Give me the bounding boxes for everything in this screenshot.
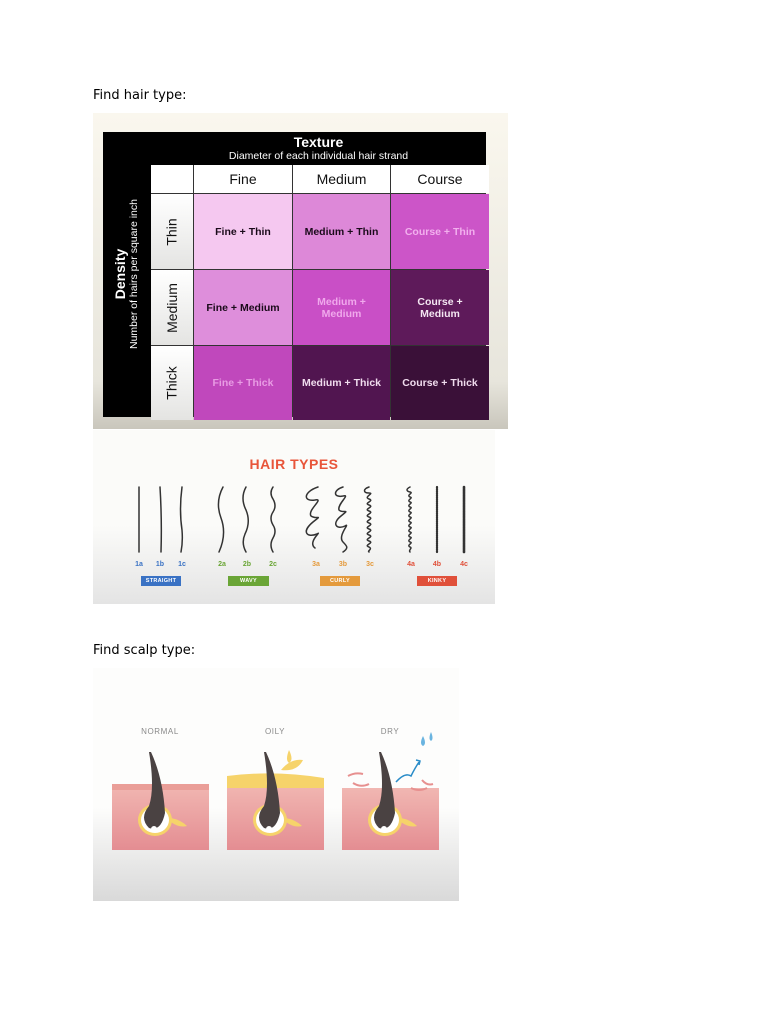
scalp-illustration (112, 732, 439, 850)
grid-cell: Fine + Medium (194, 270, 292, 345)
grid-cell: Course + Medium (391, 270, 489, 345)
column-header: Medium (293, 165, 390, 193)
density-title: Density (112, 248, 128, 300)
grid-cell: Medium + Medium (293, 270, 390, 345)
grid-corner (151, 165, 193, 193)
row-header: Thick (151, 346, 193, 420)
scalp-label-normal: NORMAL (141, 727, 179, 736)
hair-strands-illustration (138, 485, 466, 554)
hair-type-code: 3c (366, 561, 374, 568)
grid-cell: Course + Thin (391, 194, 489, 269)
heading-hair-type: Find hair type: (93, 88, 187, 103)
row-header: Medium (151, 270, 193, 345)
texture-grid: Fine Medium Course Thin Fine + Thin Medi… (151, 165, 489, 420)
grid-cell: Medium + Thick (293, 346, 390, 420)
row-header-label: Thick (163, 366, 180, 400)
scalp-label-oily: OILY (264, 727, 286, 736)
hair-type-code: 1b (155, 561, 165, 568)
column-header: Fine (194, 165, 292, 193)
grid-cell: Fine + Thick (194, 346, 292, 420)
scalp-types-chart: NORMAL OILY DRY (93, 668, 459, 901)
grid-cell: Medium + Thin (293, 194, 390, 269)
hair-type-code: 2a (218, 561, 226, 568)
texture-density-chart: Density Number of hairs per square inch … (93, 113, 508, 429)
hair-type-code: 1c (178, 561, 186, 568)
density-axis: Density Number of hairs per square inch (103, 132, 151, 417)
heading-scalp-type: Find scalp type: (93, 643, 196, 658)
badge-kinky: KINKY (417, 576, 457, 586)
density-subtitle: Number of hairs per square inch (128, 199, 140, 349)
hair-type-code: 4b (432, 561, 442, 568)
row-header-label: Medium (164, 282, 181, 333)
hair-type-code: 2c (269, 561, 277, 568)
scalp-label-dry: DRY (380, 727, 400, 736)
badge-curly: CURLY (320, 576, 360, 586)
row-header: Thin (151, 194, 193, 269)
row-header-label: Thin (163, 217, 180, 246)
texture-title: Texture (293, 134, 344, 150)
grid-cell: Fine + Thin (194, 194, 292, 269)
column-header: Course (391, 165, 489, 193)
hair-type-code: 1a (135, 561, 143, 568)
texture-subtitle: Diameter of each individual hair strand (228, 150, 409, 162)
hair-type-code: 3b (338, 561, 348, 568)
normal-scalp-icon (112, 752, 209, 850)
grid-cell: Course + Thick (391, 346, 489, 420)
dry-scalp-icon (342, 732, 439, 850)
hair-type-code: 3a (312, 561, 320, 568)
hair-types-chart: HAIR TYPES 1a 1b 1c 2a 2b 2c 3a 3b 3c 4a… (93, 430, 495, 604)
oily-scalp-icon (227, 750, 324, 850)
hair-type-code: 4a (407, 561, 415, 568)
hair-type-code: 4c (460, 561, 468, 568)
badge-straight: STRAIGHT (141, 576, 181, 586)
badge-wavy: WAVY (228, 576, 269, 586)
texture-header: Texture Diameter of each individual hair… (151, 132, 486, 165)
hair-types-title: HAIR TYPES (249, 456, 339, 472)
hair-type-code: 2b (242, 561, 252, 568)
